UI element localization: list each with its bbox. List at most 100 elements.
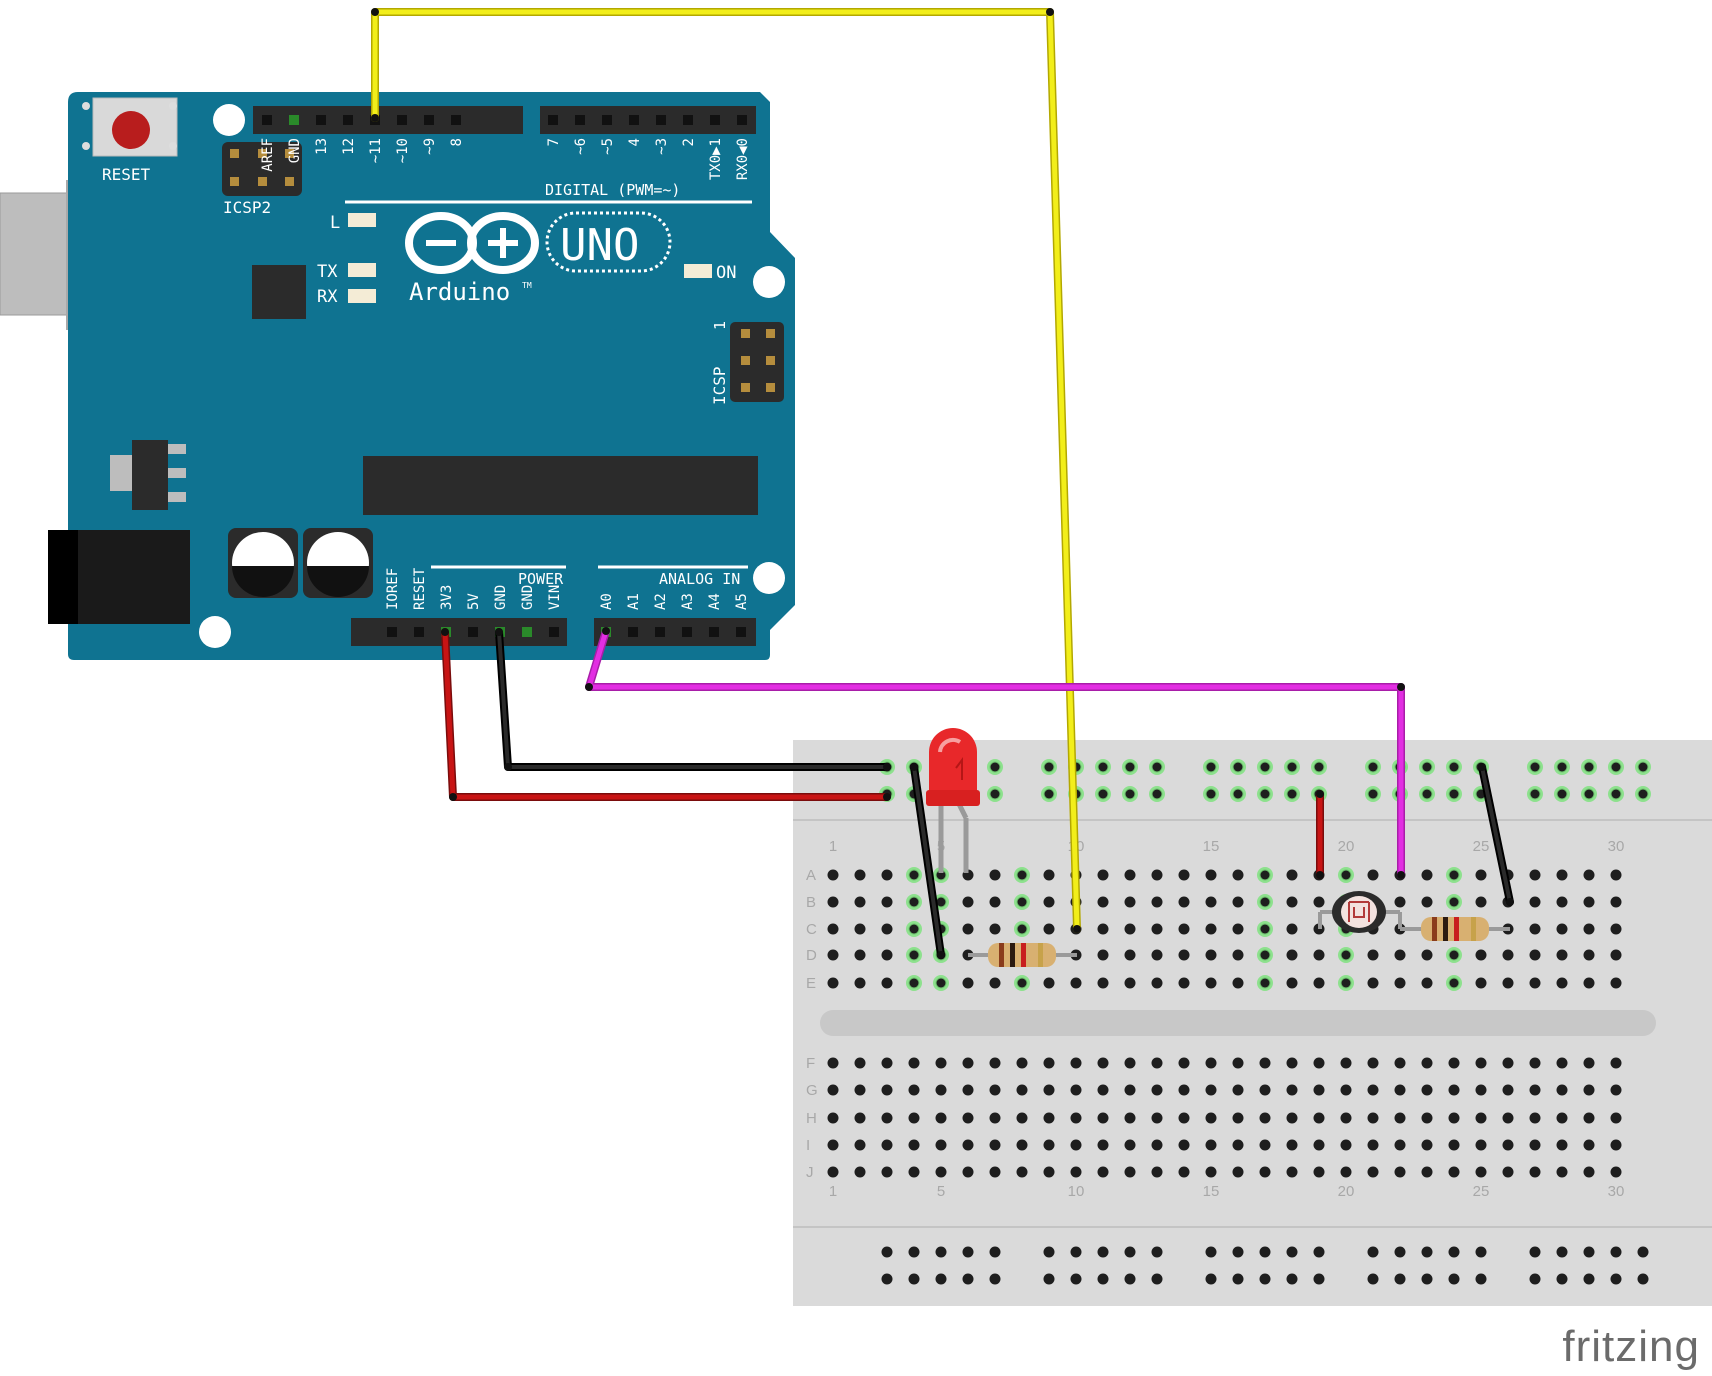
- breadboard-hole[interactable]: [935, 1246, 947, 1258]
- breadboard-hole[interactable]: [1097, 923, 1109, 935]
- breadboard-hole[interactable]: [1070, 1273, 1082, 1285]
- breadboard-hole[interactable]: [936, 897, 946, 907]
- breadboard-hole[interactable]: [1475, 1273, 1487, 1285]
- breadboard-hole[interactable]: [1205, 1246, 1217, 1258]
- breadboard-hole[interactable]: [1448, 1273, 1460, 1285]
- breadboard-hole[interactable]: [1367, 949, 1379, 961]
- breadboard-hole[interactable]: [1151, 1273, 1163, 1285]
- breadboard-hole[interactable]: [1367, 1273, 1379, 1285]
- breadboard-hole[interactable]: [881, 923, 893, 935]
- header-pin[interactable]: [522, 627, 532, 637]
- breadboard-hole[interactable]: [1394, 977, 1406, 989]
- breadboard-hole[interactable]: [962, 1057, 974, 1069]
- breadboard-hole[interactable]: [1313, 1273, 1325, 1285]
- breadboard-hole[interactable]: [1449, 950, 1459, 960]
- breadboard-hole[interactable]: [1584, 762, 1594, 772]
- breadboard-hole[interactable]: [1097, 977, 1109, 989]
- breadboard-hole[interactable]: [1610, 1273, 1622, 1285]
- breadboard-hole[interactable]: [962, 1166, 974, 1178]
- breadboard-hole[interactable]: [1151, 949, 1163, 961]
- breadboard-hole[interactable]: [1178, 977, 1190, 989]
- breadboard-hole[interactable]: [935, 1139, 947, 1151]
- breadboard-hole[interactable]: [881, 1139, 893, 1151]
- breadboard-hole[interactable]: [990, 789, 1000, 799]
- breadboard-hole[interactable]: [1475, 1112, 1487, 1124]
- header-pin[interactable]: [387, 627, 397, 637]
- breadboard-hole[interactable]: [1016, 1057, 1028, 1069]
- breadboard-hole[interactable]: [1637, 1246, 1649, 1258]
- breadboard-hole[interactable]: [989, 1057, 1001, 1069]
- breadboard-hole[interactable]: [1556, 1057, 1568, 1069]
- breadboard-hole[interactable]: [1151, 1139, 1163, 1151]
- breadboard-hole[interactable]: [989, 1139, 1001, 1151]
- breadboard-hole[interactable]: [1583, 977, 1595, 989]
- breadboard-hole[interactable]: [1043, 1246, 1055, 1258]
- breadboard-hole[interactable]: [1556, 1084, 1568, 1096]
- breadboard-hole[interactable]: [1286, 869, 1298, 881]
- breadboard-hole[interactable]: [1205, 1273, 1217, 1285]
- breadboard-hole[interactable]: [1205, 1139, 1217, 1151]
- breadboard-hole[interactable]: [1205, 1084, 1217, 1096]
- breadboard-hole[interactable]: [827, 949, 839, 961]
- header-pin[interactable]: [683, 115, 693, 125]
- breadboard-hole[interactable]: [1286, 977, 1298, 989]
- breadboard-hole[interactable]: [1529, 1112, 1541, 1124]
- header-pin[interactable]: [343, 115, 353, 125]
- breadboard-hole[interactable]: [1529, 1273, 1541, 1285]
- breadboard-hole[interactable]: [1502, 1057, 1514, 1069]
- breadboard-hole[interactable]: [1529, 977, 1541, 989]
- breadboard-hole[interactable]: [1475, 896, 1487, 908]
- breadboard-hole[interactable]: [908, 1246, 920, 1258]
- header-pin[interactable]: [548, 115, 558, 125]
- breadboard-hole[interactable]: [935, 1166, 947, 1178]
- breadboard-hole[interactable]: [989, 896, 1001, 908]
- header-pin[interactable]: [414, 627, 424, 637]
- breadboard-hole[interactable]: [827, 1057, 839, 1069]
- breadboard-hole[interactable]: [1178, 1057, 1190, 1069]
- breadboard-hole[interactable]: [854, 1084, 866, 1096]
- breadboard-hole[interactable]: [881, 1057, 893, 1069]
- breadboard-hole[interactable]: [1583, 1246, 1595, 1258]
- breadboard-hole[interactable]: [1124, 1246, 1136, 1258]
- breadboard-hole[interactable]: [1367, 1057, 1379, 1069]
- breadboard-hole[interactable]: [1124, 896, 1136, 908]
- breadboard-hole[interactable]: [1610, 1166, 1622, 1178]
- breadboard-hole[interactable]: [1421, 949, 1433, 961]
- breadboard-hole[interactable]: [1178, 1084, 1190, 1096]
- breadboard-hole[interactable]: [989, 1273, 1001, 1285]
- breadboard-hole[interactable]: [1449, 897, 1459, 907]
- breadboard-hole[interactable]: [1638, 762, 1648, 772]
- breadboard-hole[interactable]: [990, 762, 1000, 772]
- breadboard-hole[interactable]: [881, 869, 893, 881]
- breadboard-hole[interactable]: [1151, 1112, 1163, 1124]
- breadboard-hole[interactable]: [1394, 1084, 1406, 1096]
- reset-button[interactable]: [82, 97, 178, 157]
- header-pin[interactable]: [397, 115, 407, 125]
- breadboard-hole[interactable]: [1178, 1112, 1190, 1124]
- breadboard-hole[interactable]: [1043, 1139, 1055, 1151]
- breadboard-hole[interactable]: [881, 1084, 893, 1096]
- breadboard-hole[interactable]: [1260, 924, 1270, 934]
- breadboard-hole[interactable]: [908, 1057, 920, 1069]
- breadboard-hole[interactable]: [1556, 869, 1568, 881]
- breadboard-hole[interactable]: [962, 923, 974, 935]
- breadboard-hole[interactable]: [1637, 1273, 1649, 1285]
- breadboard-hole[interactable]: [1556, 1112, 1568, 1124]
- breadboard-hole[interactable]: [854, 1057, 866, 1069]
- header-pin[interactable]: [316, 115, 326, 125]
- breadboard-hole[interactable]: [827, 1112, 839, 1124]
- breadboard-hole[interactable]: [1421, 1084, 1433, 1096]
- breadboard-hole[interactable]: [1367, 869, 1379, 881]
- breadboard-hole[interactable]: [1448, 1246, 1460, 1258]
- breadboard-hole[interactable]: [1475, 1057, 1487, 1069]
- breadboard-hole[interactable]: [989, 1166, 1001, 1178]
- breadboard-hole[interactable]: [827, 1139, 839, 1151]
- breadboard-hole[interactable]: [1178, 896, 1190, 908]
- breadboard-hole[interactable]: [1259, 1084, 1271, 1096]
- breadboard-hole[interactable]: [1530, 789, 1540, 799]
- breadboard-hole[interactable]: [1259, 1273, 1271, 1285]
- breadboard-hole[interactable]: [1583, 1139, 1595, 1151]
- breadboard-hole[interactable]: [1232, 896, 1244, 908]
- breadboard-hole[interactable]: [909, 870, 919, 880]
- breadboard-hole[interactable]: [908, 1273, 920, 1285]
